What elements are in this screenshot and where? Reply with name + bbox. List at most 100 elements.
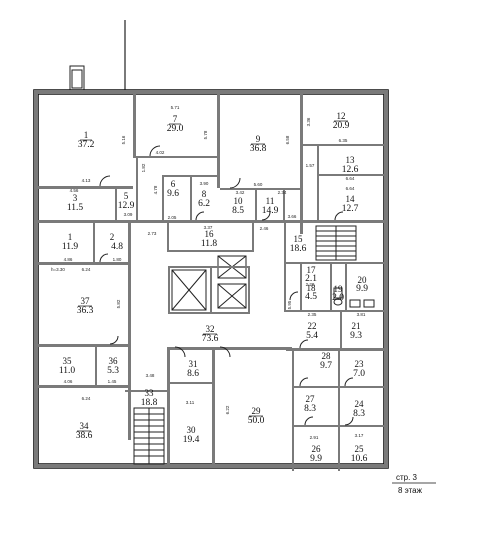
dim: 4.13: [82, 178, 91, 183]
dim: 3.36: [306, 117, 311, 126]
dim: 6.24: [82, 267, 91, 272]
room-number: 30: [187, 425, 197, 435]
room-number: 12: [337, 111, 346, 121]
dim: 3.42: [236, 190, 245, 195]
dim: 3.11: [186, 400, 195, 405]
dim: 3.09: [124, 212, 133, 217]
dim: 6.24: [82, 396, 91, 401]
room-area: 36.3: [77, 306, 94, 316]
room-number: 6: [171, 179, 176, 189]
room-area: 38.6: [76, 431, 93, 441]
room-area: 9.7: [320, 361, 332, 371]
dim: 1.82: [141, 163, 146, 172]
room-area: 4.5: [305, 292, 317, 302]
dim: 2.35: [308, 312, 317, 317]
room-number: 8: [202, 189, 207, 199]
room-number: 14: [346, 194, 356, 204]
room-area: 37.2: [78, 140, 95, 150]
dim: 3.66: [288, 214, 297, 219]
dim: 4.78: [153, 185, 158, 194]
room-area: 9.9: [310, 454, 322, 464]
room-area: 9.6: [167, 189, 179, 199]
room-number: 36: [109, 356, 119, 366]
dim: 6.22: [225, 405, 230, 414]
room-area: 10.6: [351, 454, 368, 464]
ceiling-height-label: h=3.30: [51, 267, 65, 272]
dim: 1.45: [108, 379, 117, 384]
room-area: 73.6: [202, 334, 219, 344]
sheet-number: стр. 3: [396, 473, 418, 482]
room-number: 37: [81, 296, 91, 306]
room-area: 18.8: [141, 398, 158, 408]
dim: 3.81: [357, 312, 366, 317]
stairs-upper: [315, 225, 357, 261]
room-number: 15: [294, 234, 304, 244]
room-number: 18: [307, 283, 317, 293]
room-number: 9: [256, 134, 261, 144]
dim: 3.48: [146, 373, 155, 378]
room-area: 5.4: [306, 331, 318, 341]
room-area: 6.2: [198, 199, 210, 209]
dim: 5.95: [287, 300, 292, 309]
room-number: 26: [312, 444, 322, 454]
room-number: 11: [266, 196, 275, 206]
room-number: 3: [73, 193, 78, 203]
room-area: 11.9: [62, 242, 79, 252]
room-area: 8.3: [353, 409, 365, 419]
doors: [99, 145, 354, 426]
room-area: 20.9: [333, 121, 350, 131]
room-number: 1: [68, 232, 73, 242]
room-number: 27: [306, 394, 316, 404]
dim: 5.71: [171, 105, 180, 110]
room-area: 11.8: [201, 239, 218, 249]
room-area: 11.0: [59, 366, 76, 376]
dim: 2.05: [168, 215, 177, 220]
room-number: 1: [84, 130, 89, 140]
dim: 5.78: [203, 130, 208, 139]
outer-walls: [33, 20, 389, 469]
room-area: 11.5: [67, 203, 84, 213]
room-number: 35: [63, 356, 73, 366]
room-number: 16: [205, 229, 215, 239]
dim: 1.57: [306, 163, 315, 168]
room-area: 4.8: [111, 242, 123, 252]
page-stamp: стр. 3 8 этаж: [392, 473, 436, 495]
room-area: 19.4: [183, 435, 200, 445]
room-number: 24: [355, 399, 365, 409]
room-area: 8.6: [187, 369, 199, 379]
room-number: 2: [110, 232, 115, 242]
room-labels: 1 37.2 3 11.5 5 12.9 6 9.6 8 6.2 7 29.0 …: [59, 111, 368, 464]
room-number: 33: [145, 388, 155, 398]
room-area: 12.6: [342, 165, 359, 175]
room-area: 14.9: [262, 206, 279, 216]
room-number: 25: [355, 444, 365, 454]
room-area: 36.8: [250, 144, 267, 154]
room-area: 2.1: [305, 274, 317, 284]
wc-fixtures: [333, 287, 375, 308]
dim: 6.64: [346, 186, 355, 191]
dim: 6.58: [285, 135, 290, 144]
room-number: 28: [322, 351, 332, 361]
partitions: [38, 94, 388, 471]
dim: 1.80: [113, 257, 122, 262]
floor-label: 8 этаж: [398, 486, 423, 495]
dim: 5.60: [254, 182, 263, 187]
room-number: 19: [334, 284, 344, 294]
room-area: 29.0: [167, 124, 184, 134]
dim: 4.02: [156, 150, 165, 155]
room-area: 2.0: [332, 293, 344, 303]
room-number: 13: [346, 155, 356, 165]
room-area: 8.5: [232, 206, 244, 216]
dim: 5.82: [116, 299, 121, 308]
room-number: 7: [173, 114, 178, 124]
room-number: 10: [234, 196, 244, 206]
dim: 3.17: [355, 433, 364, 438]
dim: 2.20: [306, 282, 315, 287]
room-area: 8.3: [304, 404, 316, 414]
dim: 6.35: [339, 138, 348, 143]
room-number: 22: [308, 321, 317, 331]
room-area: 12.7: [342, 204, 359, 214]
dim: 4.06: [64, 379, 73, 384]
room-number: 29: [252, 406, 262, 416]
